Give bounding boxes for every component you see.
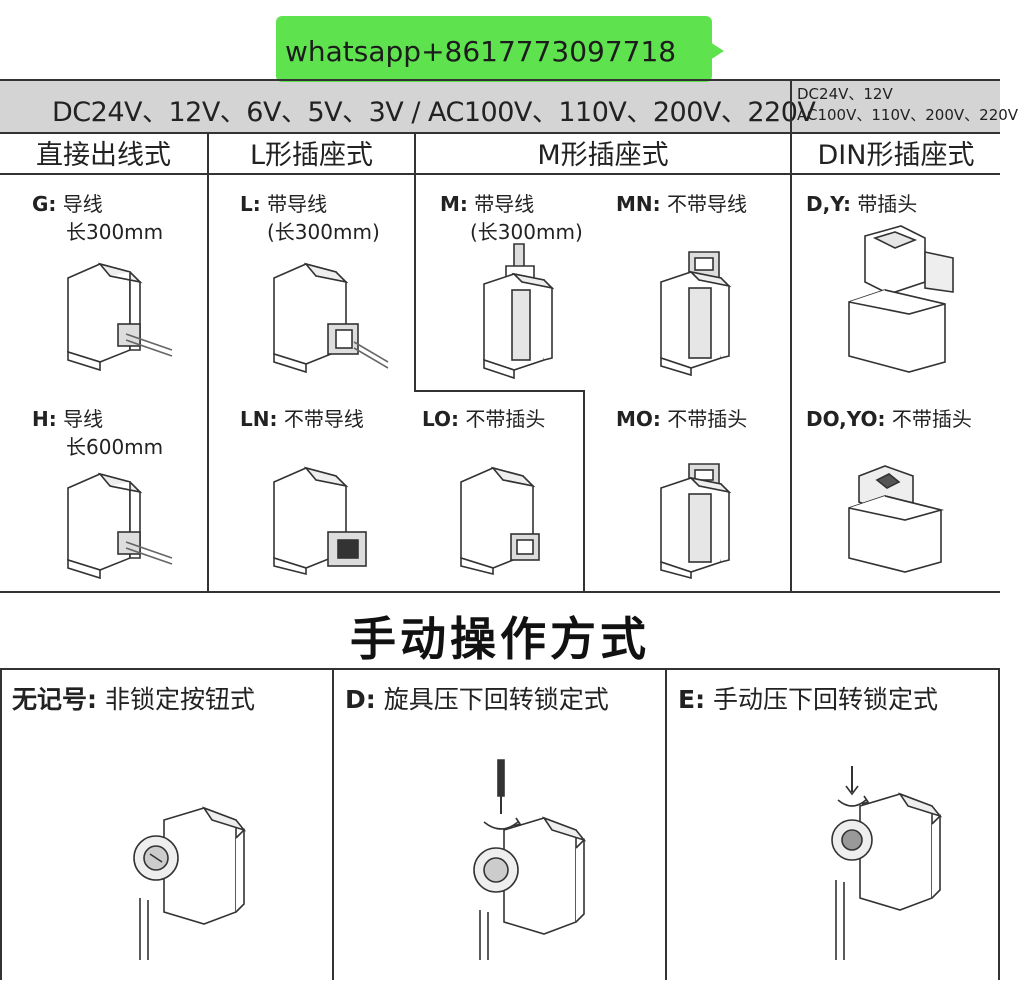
lsocket-divider [414,133,416,391]
valve-mo-illustration [660,463,732,580]
item-l-sub: (长300mm) [267,220,380,244]
voltage-din-label: DC24V、12V AC100V、110V、200V、220V [797,84,1018,126]
manual-right-border [998,669,1000,980]
table-top-border [0,79,1000,81]
manual-d-illustration [473,759,587,960]
direct-divider [207,133,209,592]
valve-m-illustration [483,243,555,380]
valve-lo-illustration [460,466,540,576]
header-l-socket: L形插座式 [249,140,374,171]
manual-divider-1 [332,669,334,980]
header-m-socket: M形插座式 [537,140,669,171]
voltage-din-line2: AC100V、110V、200V、220V [797,106,1018,124]
manual-left-border [0,669,2,980]
manual-nonlock-illustration [133,806,247,960]
item-mo-label: MO: 不带插头 [616,407,748,431]
valve-doyo-illustration [848,465,945,573]
item-h-sub: 长600mm [66,435,164,459]
manual-divider-2 [665,669,667,980]
valve-ln-illustration [273,466,367,576]
item-g-sub: 长300mm [66,220,164,244]
din-divider [790,80,792,592]
voltage-din-line1: DC24V、12V [797,85,893,103]
item-dy-label: D,Y: 带插头 [806,192,918,216]
item-l-label: L: 带导线 [240,192,328,216]
manual-e-label: E: 手动压下回转锁定式 [678,685,939,714]
item-ln-label: LN: 不带导线 [240,407,364,431]
item-g-label: G: 导线 [32,192,103,216]
manual-section-title: 手动操作方式 [350,612,650,666]
item-m-sub: (长300mm) [470,220,583,244]
manual-top-border [0,668,1000,670]
valve-l-illustration [273,262,389,374]
item-mn-label: MN: 不带导线 [616,192,747,216]
valve-h-illustration [67,472,173,580]
header-bottom-border [0,173,1000,175]
item-lo-label: LO: 不带插头 [422,407,546,431]
m-box-right-lower [583,390,585,592]
m-box-bottom-left [414,390,584,392]
valve-mn-illustration [660,251,732,377]
whatsapp-watermark: whatsapp+8617773097718 [276,16,724,82]
manual-none-label: 无记号: 非锁定按钮式 [12,685,255,714]
item-m-label: M: 带导线 [440,192,535,216]
item-h-label: H: 导线 [32,407,104,431]
manual-d-label: D: 旋具压下回转锁定式 [345,685,609,714]
manual-e-illustration [831,766,943,960]
valve-g-illustration [67,262,173,372]
voltage-main-label: DC24V、12V、6V、5V、3V / AC100V、110V、200V、22… [52,97,816,128]
item-doyo-label: DO,YO: 不带插头 [806,407,972,431]
header-direct: 直接出线式 [36,140,171,171]
table-bottom-border [0,591,1000,593]
valve-dy-illustration [848,225,954,373]
voltage-bar [0,80,1000,132]
header-din-socket: DIN形插座式 [817,140,975,171]
voltage-bottom-border [0,132,1000,134]
